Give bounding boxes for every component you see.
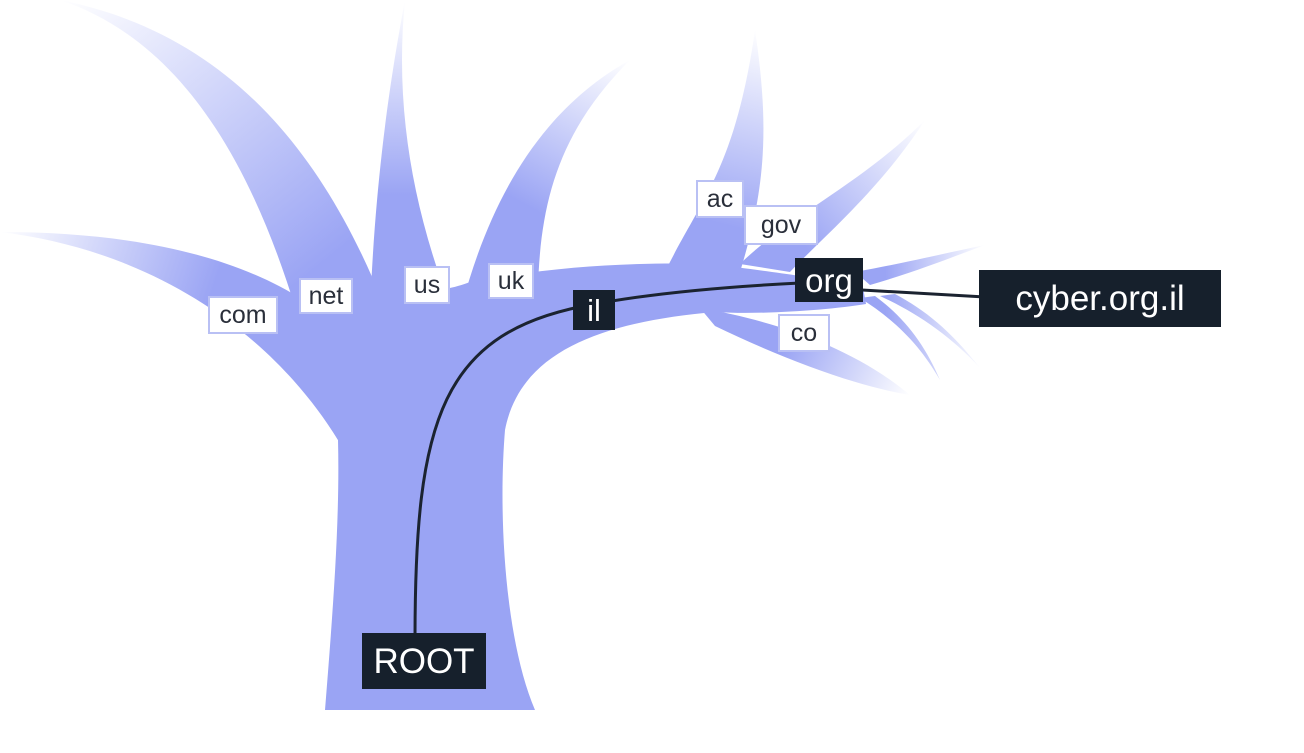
branch-uk (462, 60, 630, 305)
resolution-path-line (413, 281, 986, 641)
tld-label-net: net (299, 278, 353, 314)
tld-label-uk: uk (488, 263, 534, 299)
branch-org-right (855, 245, 985, 285)
branch-gov (740, 120, 925, 272)
tree-trunk (230, 263, 866, 710)
branch-org-twig-2 (880, 294, 980, 368)
tld-label-il: il (573, 290, 615, 330)
root-label: ROOT (362, 633, 486, 689)
branch-com (0, 232, 345, 440)
sld-label-ac: ac (696, 180, 744, 218)
branch-us (370, 0, 450, 312)
branch-net (60, 0, 385, 310)
sld-label-co: co (778, 314, 830, 352)
sld-label-org: org (795, 258, 863, 302)
tld-label-us: us (404, 266, 450, 304)
branch-org-twig-1 (860, 296, 940, 380)
leaf-label-cyber-org-il: cyber.org.il (979, 270, 1221, 327)
tld-label-com: com (208, 296, 278, 334)
sld-label-gov: gov (744, 205, 818, 245)
